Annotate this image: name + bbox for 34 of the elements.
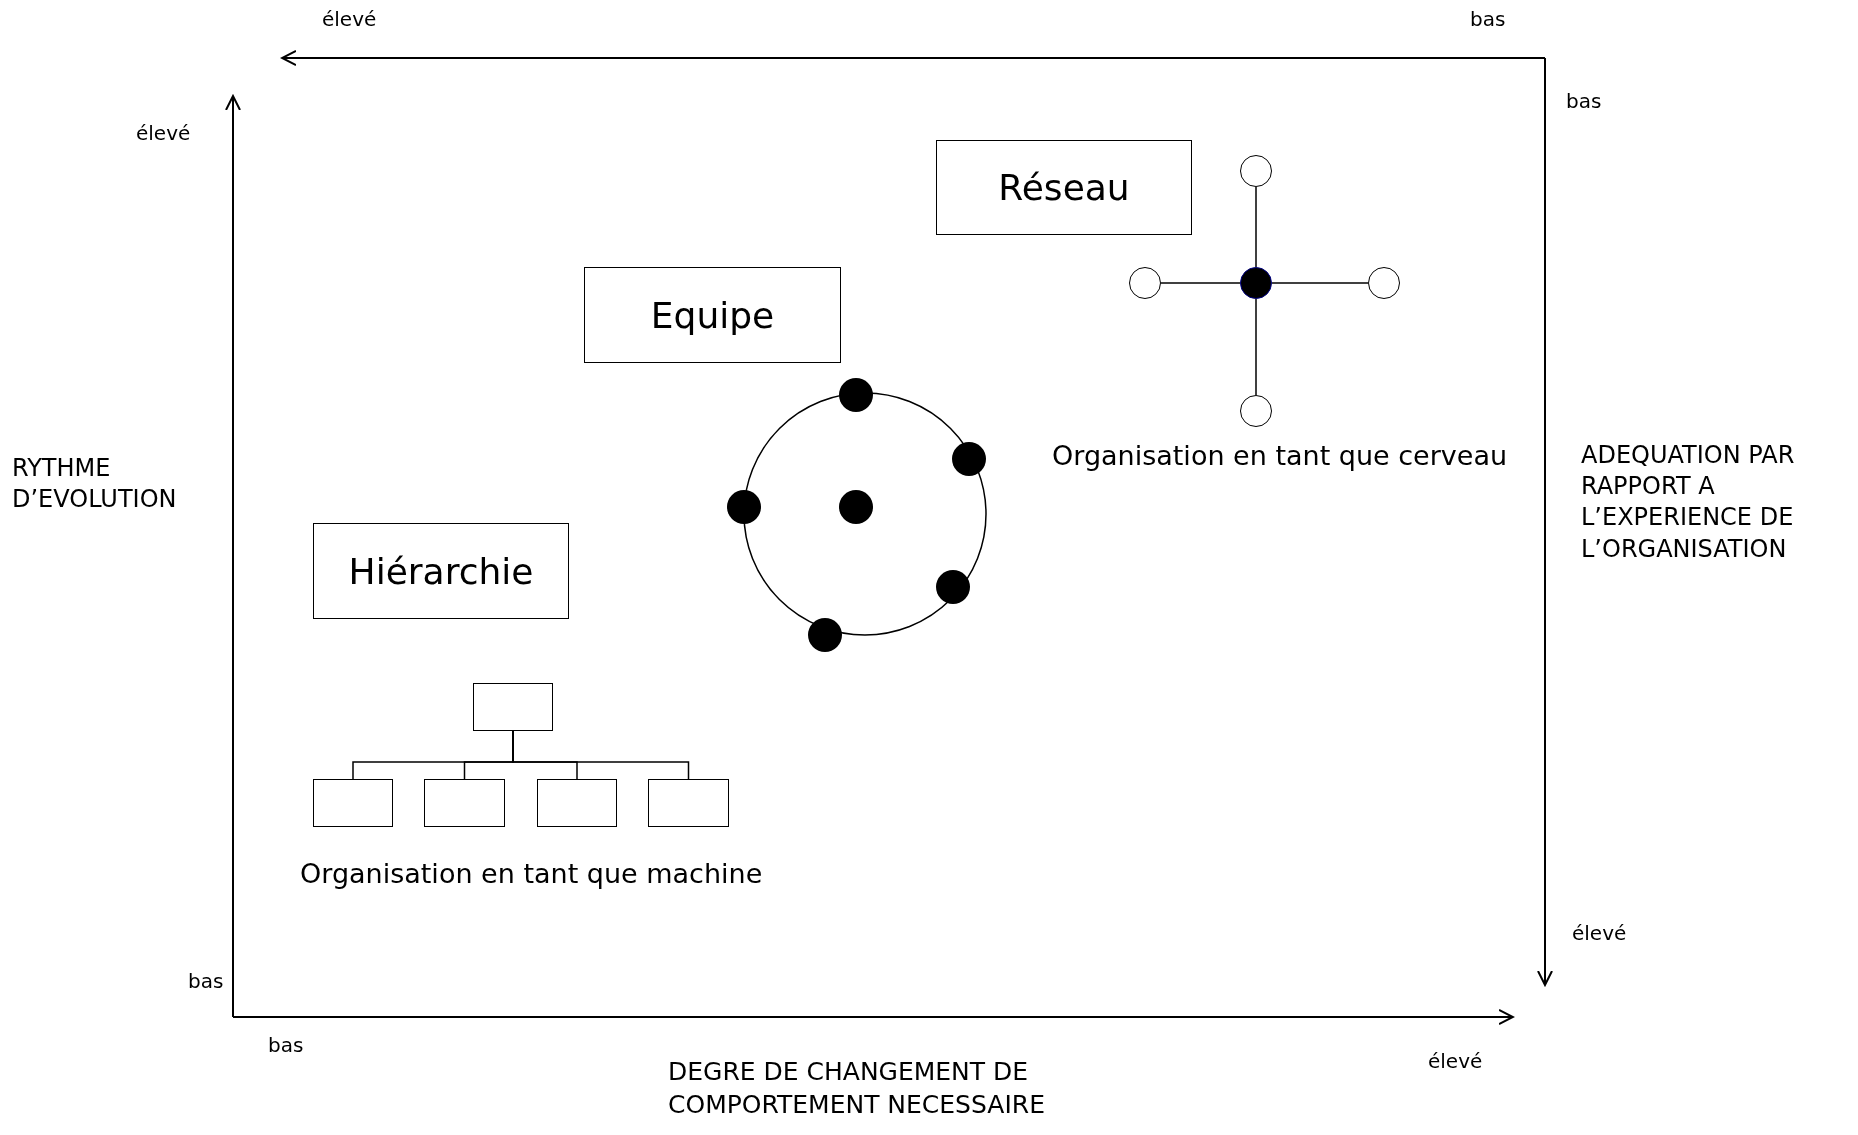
box-label: Hiérarchie — [348, 550, 534, 592]
circle-node — [1240, 395, 1272, 427]
axis-label: élevé — [136, 120, 191, 146]
circle-node — [1240, 155, 1272, 187]
axis-label: ADEQUATION PAR RAPPORT A L’EXPERIENCE DE L’ORGANISATION — [1581, 440, 1796, 565]
label-box — [584, 267, 841, 363]
org-box — [313, 779, 393, 827]
axis-label: bas — [1470, 6, 1506, 32]
connector-line — [1271, 282, 1369, 284]
org-box — [537, 779, 617, 827]
axis-label: élevé — [322, 6, 377, 32]
axis-label: RYTHME D’EVOLUTION — [12, 453, 178, 516]
box-label: Réseau — [998, 167, 1130, 208]
label-box — [313, 523, 569, 619]
axis-label: élevé — [1428, 1048, 1483, 1074]
connector-line — [1255, 186, 1257, 268]
box-label: Equipe — [650, 294, 775, 336]
connector-line — [1160, 282, 1241, 284]
axis-label: Organisation en tant que cerveau — [1052, 439, 1508, 473]
connector-line — [1255, 298, 1257, 396]
axis-label: élevé — [1572, 920, 1627, 946]
label-box — [936, 140, 1192, 235]
circle-node — [1368, 267, 1400, 299]
axis-label: bas — [1566, 88, 1602, 114]
axis-label: Organisation en tant que machine — [300, 857, 763, 891]
org-box — [424, 779, 505, 827]
axis-label: bas — [188, 968, 224, 994]
axis-label: bas — [268, 1032, 304, 1058]
circle-node — [1129, 267, 1161, 299]
axis-label: DEGRE DE CHANGEMENT DE COMPORTEMENT NECESSAIRE — [668, 1056, 1046, 1121]
org-box — [648, 779, 729, 827]
connector-line — [512, 730, 690, 780]
circle-node — [1240, 267, 1272, 299]
org-box — [473, 683, 553, 731]
